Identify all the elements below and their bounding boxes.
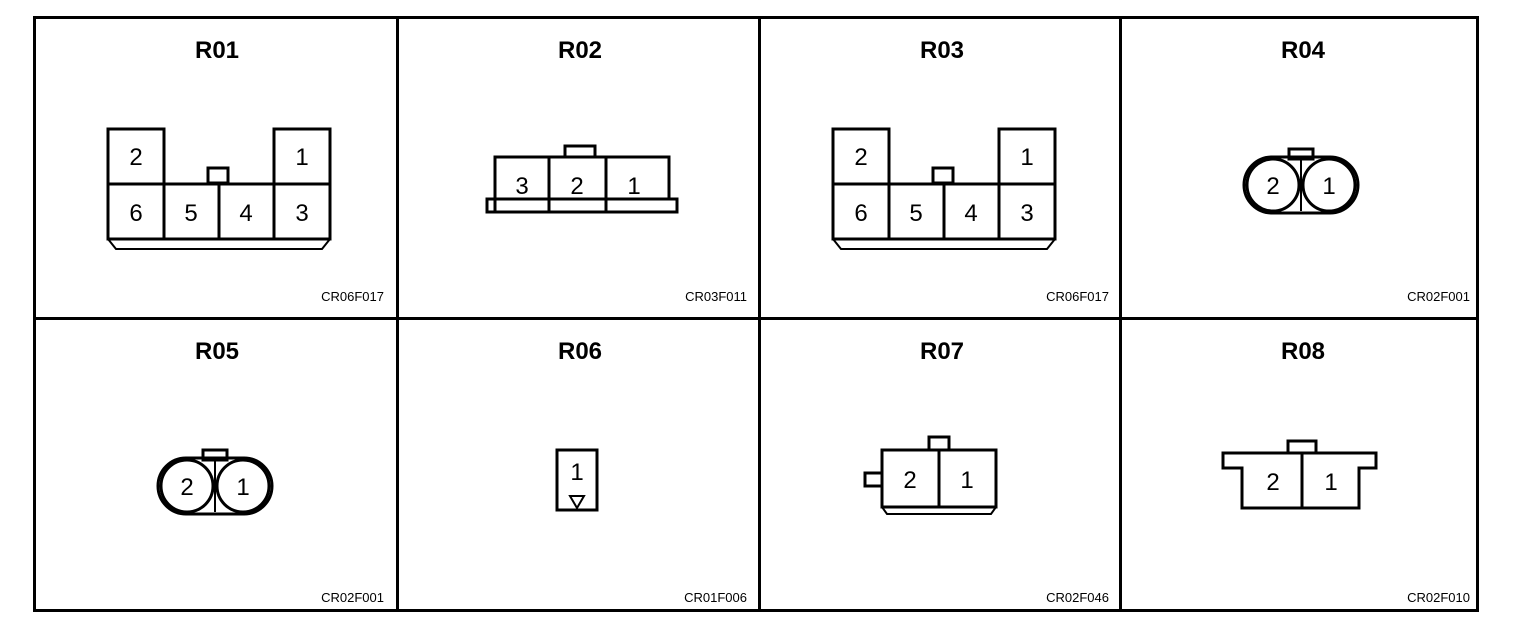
pin-label: 1 (1322, 173, 1335, 200)
connector-cell-r02: R02 3 2 1 CR03F011 (399, 19, 761, 316)
connector-code: CR01F006 (684, 590, 747, 605)
connector-title: R05 (194, 338, 240, 365)
connector-code: CR03F011 (685, 289, 747, 304)
grid-divider (758, 19, 761, 609)
pin-label: 2 (129, 144, 142, 171)
pin-label: 1 (570, 459, 583, 486)
pin-label: 1 (295, 144, 308, 171)
pin-label: 5 (909, 200, 922, 227)
connector-title: R08 (1280, 338, 1326, 365)
grid-divider (396, 19, 399, 609)
pin-label: 2 (854, 144, 867, 171)
pin-label: 2 (903, 467, 916, 494)
pin-label: 4 (964, 200, 977, 227)
pin-label: 3 (295, 200, 308, 227)
connector-code: CR02F001 (321, 590, 384, 605)
connector-cell-r06: R06 1 CR01F006 (399, 320, 761, 617)
connector-code: CR02F046 (1046, 590, 1109, 605)
connector-title: R07 (919, 338, 965, 365)
pin-label: 4 (239, 200, 252, 227)
connector-r01-diagram: 2 1 6 5 4 3 (106, 127, 332, 250)
pin-label: 1 (236, 474, 249, 501)
connector-grid: R01 2 1 6 5 4 3 CR06F017 R02 (33, 16, 1479, 612)
connector-cell-r08: R08 2 1 CR02F010 (1122, 320, 1484, 617)
pin-label: 5 (184, 200, 197, 227)
pin-label: 1 (1020, 144, 1033, 171)
connector-cell-r05: R05 2 1 CR02F001 (36, 320, 398, 617)
connector-cell-r01: R01 2 1 6 5 4 3 CR06F017 (36, 19, 398, 316)
grid-divider (36, 317, 1476, 320)
connector-r05-diagram: 2 1 (156, 448, 274, 516)
pin-label: 2 (1266, 469, 1279, 496)
pin-label: 2 (1266, 173, 1279, 200)
pin-1-marker-icon (568, 495, 586, 510)
pin-label: 2 (180, 474, 193, 501)
connector-title: R04 (1280, 37, 1326, 64)
pin-label: 1 (960, 467, 973, 494)
pin-label: 1 (627, 173, 640, 200)
connector-r06-diagram: 1 (555, 448, 599, 512)
connector-code: CR02F001 (1407, 289, 1470, 304)
connector-code: CR02F010 (1407, 590, 1470, 605)
pin-label: 2 (570, 173, 583, 200)
pin-label: 6 (129, 200, 142, 227)
connector-cell-r03: R03 2 1 6 5 4 3 CR06F017 (761, 19, 1123, 316)
connector-title: R01 (194, 37, 240, 64)
connector-r02-diagram: 3 2 1 (485, 144, 679, 214)
pin-label: 6 (854, 200, 867, 227)
grid-divider (1119, 19, 1122, 609)
connector-title: R02 (557, 37, 603, 64)
connector-code: CR06F017 (321, 289, 384, 304)
connector-cell-r07: R07 2 1 CR02F046 (761, 320, 1123, 617)
connector-code: CR06F017 (1046, 289, 1109, 304)
connector-r08-diagram: 2 1 (1221, 439, 1378, 510)
pin-label: 3 (1020, 200, 1033, 227)
pin-label: 1 (1324, 469, 1337, 496)
connector-r03-diagram: 2 1 6 5 4 3 (831, 127, 1057, 250)
connector-cell-r04: R04 2 1 CR02F001 (1122, 19, 1484, 316)
connector-r07-diagram: 2 1 (863, 435, 998, 515)
pin-label: 3 (515, 173, 528, 200)
connector-title: R03 (919, 37, 965, 64)
connector-title: R06 (557, 338, 603, 365)
connector-r04-diagram: 2 1 (1242, 147, 1360, 215)
